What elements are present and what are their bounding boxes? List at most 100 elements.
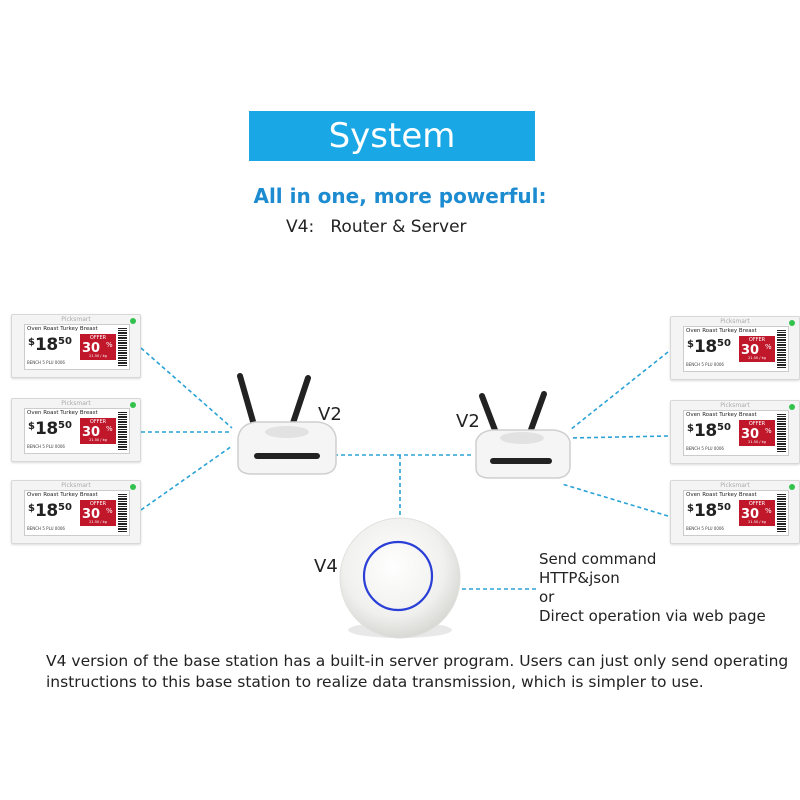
tag-product: Oven Roast Turkey Breast [686, 328, 757, 334]
subtitle: All in one, more powerful: [253, 184, 547, 208]
offer-percent: 30 [82, 507, 101, 522]
tag-price: 18 [35, 501, 58, 521]
led-indicator [789, 320, 795, 326]
tag-price: 18 [694, 337, 717, 357]
tag-currency: $ [687, 339, 694, 350]
offer-unit-price: 21.50 / kg [748, 520, 766, 524]
offer-percent: 30 [741, 427, 760, 442]
tag-brand: Picksmart [720, 318, 750, 325]
tag-price-cents: 50 [717, 422, 731, 433]
tag-brand: Picksmart [61, 316, 91, 323]
version-line: V4: Router & Server [286, 217, 467, 237]
command-text: Send command HTTP&json or Direct operati… [539, 550, 766, 626]
tag-product: Oven Roast Turkey Breast [27, 326, 98, 332]
offer-unit-price: 21.50 / kg [89, 354, 107, 358]
led-indicator [130, 484, 136, 490]
tag-screen: Oven Roast Turkey Breast $ 18 50 BENCH 5… [683, 410, 789, 456]
barcode-icon [777, 330, 786, 368]
tag-offer: OFFER 30 % 21.50 / kg [80, 334, 116, 360]
esl-tag-left-1: Picksmart Oven Roast Turkey Breast $ 18 … [11, 314, 141, 378]
tag-price: 18 [694, 501, 717, 521]
offer-percent-sign: % [765, 427, 772, 435]
offer-percent-sign: % [765, 343, 772, 351]
command-line-2: HTTP&json [539, 569, 620, 587]
tag-price: 18 [694, 421, 717, 441]
tag-screen: Oven Roast Turkey Breast $ 18 50 BENCH 5… [683, 490, 789, 536]
esl-tag-right-2: Picksmart Oven Roast Turkey Breast $ 18 … [670, 400, 800, 464]
tag-offer: OFFER 30 % 21.50 / kg [739, 336, 775, 362]
command-line-4: Direct operation via web page [539, 607, 766, 625]
tag-brand: Picksmart [61, 482, 91, 489]
barcode-icon [777, 494, 786, 532]
tag-product: Oven Roast Turkey Breast [686, 492, 757, 498]
offer-label: OFFER [89, 501, 107, 507]
tag-screen: Oven Roast Turkey Breast $ 18 50 BENCH 5… [683, 326, 789, 372]
offer-unit-price: 21.50 / kg [89, 520, 107, 524]
offer-percent: 30 [741, 507, 760, 522]
tag-price: 18 [35, 335, 58, 355]
tag-price-cents: 50 [717, 502, 731, 513]
tag-price-cents: 50 [58, 420, 72, 431]
router-left-label: V2 [318, 404, 342, 425]
tag-info: BENCH 5 PLU 0006 [686, 362, 724, 367]
tag-info: BENCH 5 PLU 0006 [686, 446, 724, 451]
base-station-label: V4 [314, 556, 338, 577]
tag-brand: Picksmart [720, 482, 750, 489]
tag-currency: $ [28, 421, 35, 432]
led-indicator [789, 404, 795, 410]
offer-percent-sign: % [106, 425, 113, 433]
tag-product: Oven Roast Turkey Breast [27, 492, 98, 498]
router-right [475, 391, 571, 479]
command-line-1: Send command [539, 550, 657, 568]
offer-percent-sign: % [106, 507, 113, 515]
tag-currency: $ [28, 503, 35, 514]
led-indicator [789, 484, 795, 490]
offer-unit-price: 21.50 / kg [748, 440, 766, 444]
tag-price-cents: 50 [58, 502, 72, 513]
offer-percent: 30 [82, 341, 101, 356]
tag-offer: OFFER 30 % 21.50 / kg [739, 500, 775, 526]
tag-screen: Oven Roast Turkey Breast $ 18 50 BENCH 5… [24, 324, 130, 370]
command-line-3: or [539, 588, 555, 606]
footer-description: V4 version of the base station has a bui… [46, 652, 789, 691]
tag-product: Oven Roast Turkey Breast [686, 412, 757, 418]
tag-info: BENCH 5 PLU 0006 [27, 444, 65, 449]
tag-product: Oven Roast Turkey Breast [27, 410, 98, 416]
barcode-icon [777, 414, 786, 452]
offer-unit-price: 21.50 / kg [89, 438, 107, 442]
barcode-icon [118, 328, 127, 366]
tag-offer: OFFER 30 % 21.50 / kg [739, 420, 775, 446]
tag-offer: OFFER 30 % 21.50 / kg [80, 418, 116, 444]
offer-unit-price: 21.50 / kg [748, 356, 766, 360]
tag-info: BENCH 5 PLU 0006 [27, 360, 65, 365]
esl-tag-right-3: Picksmart Oven Roast Turkey Breast $ 18 … [670, 480, 800, 544]
offer-label: OFFER [89, 335, 107, 341]
title-banner: System Structure [249, 111, 535, 206]
tag-price: 18 [35, 419, 58, 439]
offer-percent: 30 [741, 343, 760, 358]
tag-price-cents: 50 [717, 338, 731, 349]
barcode-icon [118, 412, 127, 450]
offer-label: OFFER [748, 337, 766, 343]
esl-tag-left-2: Picksmart Oven Roast Turkey Breast $ 18 … [11, 398, 141, 462]
tag-price-cents: 50 [58, 336, 72, 347]
tag-screen: Oven Roast Turkey Breast $ 18 50 BENCH 5… [24, 490, 130, 536]
tag-currency: $ [687, 423, 694, 434]
offer-percent-sign: % [106, 341, 113, 349]
router-right-label: V2 [456, 411, 480, 432]
tag-brand: Picksmart [720, 402, 750, 409]
offer-percent-sign: % [765, 507, 772, 515]
base-station [339, 517, 461, 639]
offer-percent: 30 [82, 425, 101, 440]
led-indicator [130, 318, 136, 324]
esl-tag-right-1: Picksmart Oven Roast Turkey Breast $ 18 … [670, 316, 800, 380]
router-left [237, 373, 337, 475]
led-indicator [130, 402, 136, 408]
offer-label: OFFER [748, 421, 766, 427]
barcode-icon [118, 494, 127, 532]
offer-label: OFFER [89, 419, 107, 425]
tag-info: BENCH 5 PLU 0006 [27, 526, 65, 531]
offer-label: OFFER [748, 501, 766, 507]
esl-tag-left-3: Picksmart Oven Roast Turkey Breast $ 18 … [11, 480, 141, 544]
